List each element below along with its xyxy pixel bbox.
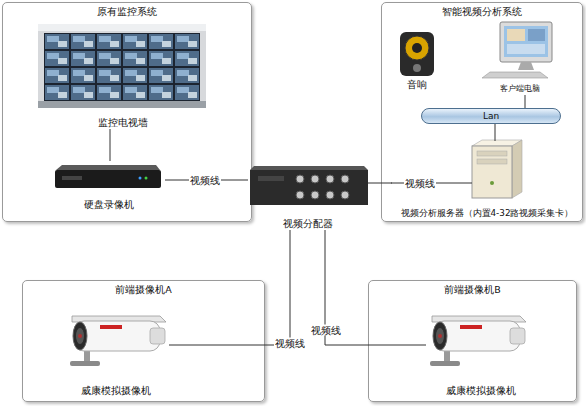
video-cable (110, 129, 111, 161)
camera-image (70, 316, 166, 366)
camera-image (430, 316, 526, 366)
cable-label: 视频线 (310, 325, 342, 336)
monitor-wall: 监控电视墙 (39, 25, 207, 129)
client-computer: 客户端电脑 (479, 19, 561, 95)
device-label: 视频分析服务器（内置4-32路视频采集卡） (392, 207, 582, 219)
video-splitter-image (250, 166, 368, 205)
monitor-wall-image (38, 24, 206, 108)
cable-label: 视频线 (404, 178, 436, 189)
video-cable (325, 230, 426, 345)
group-title: 智能视频分析系统 (382, 6, 582, 18)
cable-label: 视频线 (274, 338, 306, 349)
analysis-server: 视频分析服务器（内置4-32路视频采集卡） (392, 141, 582, 219)
group-title: 原有监控系统 (3, 6, 251, 18)
device-label: 威康模拟摄像机 (63, 385, 169, 397)
dvr-device: 硬盘录像机 (53, 161, 165, 211)
analog-camera: 威康模拟摄像机 (63, 301, 169, 397)
group-title: 前端摄像机B (369, 284, 576, 296)
device-label: Lan (422, 110, 560, 122)
device-label: 监控电视墙 (39, 117, 207, 129)
group-title: 前端摄像机A (23, 284, 264, 296)
device-label: 音响 (394, 79, 440, 91)
cable-label: 视频线 (189, 175, 221, 186)
device-label: 客户端电脑 (479, 83, 561, 95)
analog-camera: 威康模拟摄像机 (426, 301, 536, 397)
video-splitter: 视频分配器 (248, 165, 368, 230)
camera-group: 威康模拟摄像机 前端摄像机A (22, 280, 265, 402)
video-cable (368, 183, 392, 184)
video-cable (165, 180, 248, 181)
computer-image (482, 22, 552, 78)
video-cable (169, 230, 290, 345)
device-label: 视频分配器 (248, 218, 368, 230)
video-cable (495, 124, 496, 141)
system-group: 音响 客户端电脑 Lan 视频分析服务器（内置4-32路视频采集卡） 智能视频分析系统 (381, 2, 583, 222)
system-group: 监控电视墙硬盘录像机 原有监控系统 (2, 2, 252, 222)
lan-bus: Lan (421, 108, 561, 124)
camera-group: 威康模拟摄像机 前端摄像机B (368, 280, 577, 402)
device-label: 威康模拟摄像机 (426, 385, 536, 397)
device-label: 硬盘录像机 (53, 199, 165, 211)
wire-stub (391, 183, 472, 184)
dvr-image (55, 165, 161, 188)
speaker-device: 音响 (394, 29, 440, 91)
video-cable (525, 95, 526, 108)
server-image (472, 140, 522, 198)
speaker-image (400, 32, 434, 76)
